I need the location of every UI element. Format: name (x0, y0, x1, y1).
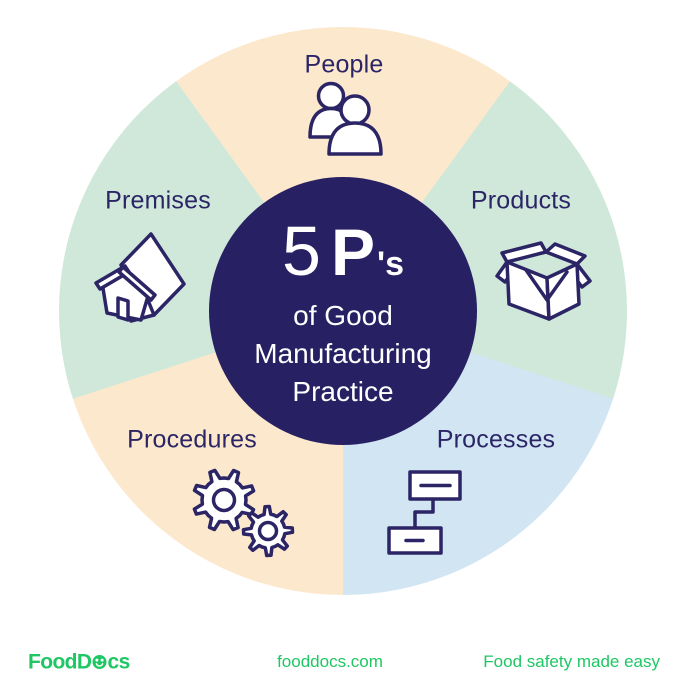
footer-tagline: Food safety made easy (483, 652, 660, 671)
center-title-suffix: 's (376, 244, 404, 283)
logo-text-part2: cs (107, 650, 130, 673)
center-title-number: 5 (282, 211, 321, 290)
center-subtitle-line2: Manufacturing (254, 337, 432, 369)
logo-smiley-o-icon (92, 652, 107, 676)
footer-url: fooddocs.com (277, 652, 383, 671)
people-icon (306, 80, 384, 160)
center-subtitle-line1: of Good (293, 299, 393, 331)
logo-text-part1: FoodD (28, 650, 92, 673)
gears-icon (187, 460, 305, 564)
center-title: 5 P 's (282, 211, 404, 291)
box-icon (489, 240, 599, 322)
gmp-wheel: People Products Processes Procedures Pre… (59, 27, 627, 595)
sector-label-procedures: Procedures (127, 425, 257, 454)
center-circle: 5 P 's of Good Manufacturing Practice (209, 177, 477, 445)
footer: FoodD cs fooddocs.com Food safety made e… (0, 640, 686, 684)
sector-label-processes: Processes (436, 425, 556, 454)
fooddocs-logo: FoodD cs (28, 649, 130, 676)
sector-label-people: People (304, 50, 384, 79)
sector-label-products: Products (470, 186, 572, 215)
center-subtitle-line3: Practice (292, 376, 394, 408)
center-title-letter: P (330, 214, 375, 289)
house-icon (88, 228, 188, 333)
sector-label-premises: Premises (105, 186, 211, 215)
flowchart-icon (384, 466, 464, 556)
